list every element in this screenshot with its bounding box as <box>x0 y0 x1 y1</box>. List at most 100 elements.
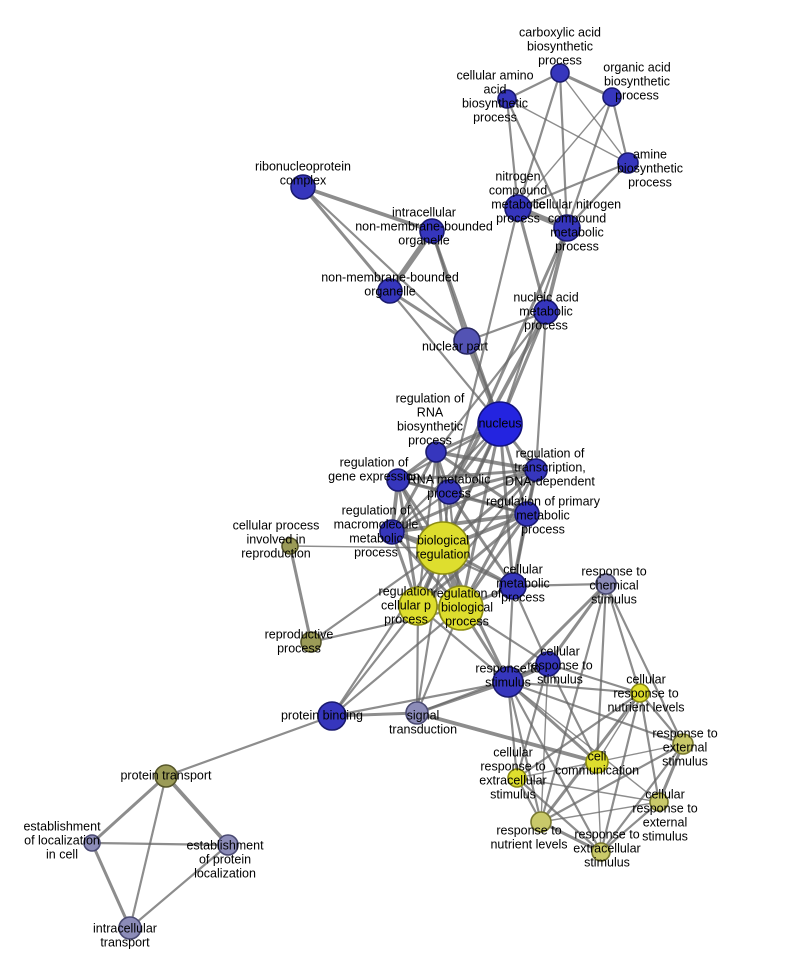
edge-pt--it <box>128 774 168 930</box>
graph-node-pt[interactable]: protein transport <box>154 764 178 788</box>
graph-node-nam[interactable]: nucleic acid metabolic process <box>533 299 559 325</box>
edge-caab--ncmp <box>505 97 520 210</box>
graph-node-ncmp[interactable]: nitrogen compound metabolic process <box>504 194 532 222</box>
edge-cres_extra--rextracs <box>515 776 603 854</box>
graph-node-rs[interactable]: response to stimulus <box>492 666 524 698</box>
edge-cncmp--nam <box>544 226 569 314</box>
graph-node-rtdd[interactable]: regulation of transcription, DNA-depende… <box>524 458 548 482</box>
graph-node-np[interactable]: nuclear part <box>453 327 481 355</box>
graph-node-res[interactable]: response to external stimulus <box>672 733 694 755</box>
edge-rge--rcp <box>396 478 420 608</box>
edge-elc--it <box>90 841 132 930</box>
edge-cab--caab <box>505 71 562 101</box>
edge-bigreg--rp <box>309 546 445 644</box>
edge-crs--cres_extra <box>515 662 550 780</box>
graph-node-inmbo[interactable]: intracellular non-membrane-bounded organ… <box>419 218 445 244</box>
edge-ncmp--nam <box>516 206 548 314</box>
edge-ab--ncmp <box>516 161 630 210</box>
graph-node-oab[interactable]: organic acid biosynthetic process <box>602 87 622 107</box>
edge-cmp--rcs <box>511 582 608 588</box>
graph-node-cpir[interactable]: cellular process involved in reproductio… <box>281 537 299 555</box>
edge-rcs--rnl <box>539 582 608 824</box>
graph-node-rnp[interactable]: ribonucleoprotein complex <box>290 174 316 200</box>
edge-rnp--nmbo <box>301 185 392 293</box>
edge-rnamp--cmp <box>447 490 515 588</box>
edge-nmbo--np <box>388 289 469 343</box>
edge-rs--cres_ext <box>507 681 660 803</box>
graph-node-epl[interactable]: establishment of protein localization <box>217 834 239 856</box>
graph-node-rp[interactable]: reproductive process <box>300 631 322 653</box>
edge-cmp--rs <box>506 584 515 684</box>
edge-rnl--rextracs <box>539 820 603 854</box>
graph-node-it[interactable]: intracellular transport <box>118 916 142 940</box>
graph-node-rcp[interactable]: regulation of cellular process <box>398 586 438 626</box>
edge-cres_ext--rnl <box>540 801 660 823</box>
graph-node-rnl[interactable]: response to nutrient levels <box>530 811 552 833</box>
graph-node-rbp[interactable]: regulation of biological process <box>438 585 484 631</box>
graph-node-rpmp[interactable]: regulation of primary metabolic process <box>514 501 540 527</box>
edge-crnl--cc <box>596 692 641 763</box>
edge-bigreg--st <box>415 546 445 715</box>
edge-epl--it <box>128 843 230 930</box>
edge-pb--pt <box>164 714 334 778</box>
edge-rcs--crnl <box>604 582 642 695</box>
edge-caab--ab <box>506 98 629 164</box>
edge-rs--cres_extra <box>506 680 519 780</box>
edge-cc--st <box>415 711 599 764</box>
graph-node-caab[interactable]: cellular amino acid biosynthetic process <box>497 89 517 109</box>
graph-node-rcs[interactable]: response to chemical stimulus <box>595 573 617 595</box>
graph-node-cab[interactable]: carboxylic acid biosynthetic process <box>550 63 570 83</box>
graph-node-bigreg[interactable]: biological regulation <box>416 521 470 575</box>
edge-rcs--res <box>604 582 685 746</box>
graph-node-rrbp[interactable]: regulation of RNA biosynthetic process <box>425 441 447 463</box>
edge-rtdd--rnamp <box>447 468 538 494</box>
edge-cc--rextracs <box>596 761 602 853</box>
graph-node-rextracs[interactable]: response to extracellular stimulus <box>591 842 611 862</box>
edge-caab--cncmp <box>505 97 569 230</box>
graph-node-cres_extra[interactable]: cellular response to extracellular stimu… <box>507 768 527 788</box>
edge-crnl--cres_extra <box>515 691 642 780</box>
edge-crs--rnl <box>540 663 549 823</box>
graph-node-ab[interactable]: amine biosynthetic process <box>617 152 639 174</box>
graph-node-cmp[interactable]: cellular metabolic process <box>499 572 527 600</box>
edge-rtdd--rge <box>396 468 538 482</box>
edge-rcp--pb <box>330 604 420 718</box>
edge-layer <box>90 71 685 930</box>
node-layer: carboxylic acid biosynthetic process orga… <box>83 63 694 940</box>
edge-nmbo--nuc <box>388 289 502 426</box>
graph-node-st[interactable]: signal transduction <box>405 701 429 725</box>
graph-node-rnamp[interactable]: RNA metabolic process <box>436 479 462 505</box>
edge-rrbp--rtdd <box>434 450 538 472</box>
edge-cres_ext--rextracs <box>599 800 661 854</box>
edge-nam--rrbp <box>434 310 548 454</box>
graph-node-elc[interactable]: establishment of localization in cell <box>83 834 101 852</box>
edge-rs--crnl <box>506 680 642 695</box>
graph-node-cncmp[interactable]: cellular nitrogen compound metabolic pro… <box>553 214 581 242</box>
graph-node-pb[interactable]: protein binding <box>317 701 347 731</box>
edge-res--rextracs <box>599 742 685 854</box>
graph-node-crnl[interactable]: cellular response to nutrient levels <box>630 683 650 703</box>
edge-rcs--crs <box>546 582 608 666</box>
edge-pt--epl <box>164 774 230 847</box>
edge-ab--cncmp <box>565 161 630 230</box>
edge-rs--rextracs <box>506 680 603 854</box>
edge-rpmp--rmmp <box>390 512 529 534</box>
graph-node-nmbo[interactable]: non-membrane-bounded organelle <box>377 278 403 304</box>
graph-node-cres_ext[interactable]: cellular response to external stimulus <box>649 792 669 812</box>
edge-rnp--np <box>301 185 469 343</box>
graph-node-cc[interactable]: cell communication <box>585 750 609 774</box>
graph-node-nuc[interactable]: nucleus <box>477 401 523 447</box>
edge-elc--epl <box>90 841 230 847</box>
graph-node-crs[interactable]: cellular response to stimulus <box>535 651 561 677</box>
graph-node-rmmp[interactable]: regulation of macromolecule metabolic pr… <box>379 519 405 545</box>
graph-node-rge[interactable]: regulation of gene expression <box>386 468 410 492</box>
edge-crnl--rextracs <box>599 691 642 854</box>
edge-cncmp--nuc <box>498 226 569 426</box>
